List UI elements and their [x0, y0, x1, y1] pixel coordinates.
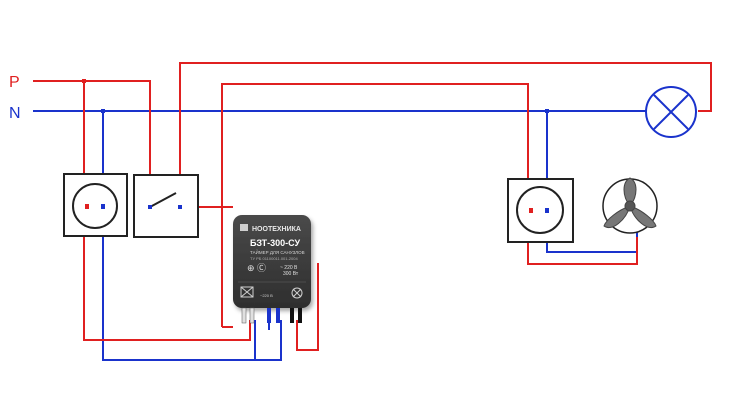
- timer-model: БЗТ-300-СУ: [250, 238, 301, 248]
- timer-output-wire: [296, 263, 319, 351]
- phase-label: P: [9, 74, 20, 91]
- junction-neutral-right: [545, 109, 549, 113]
- switch-contact-lever: [149, 192, 177, 208]
- junctions: [82, 79, 549, 113]
- timer-terminals: [241, 307, 302, 324]
- timer-brand: НООТЕХНИКА: [252, 226, 301, 233]
- timer-spec: ТУ РБ 01100011.001-2004: [250, 256, 298, 261]
- phase-wires: [33, 62, 712, 351]
- terminal-voltage-mark: ~220 В: [260, 293, 273, 298]
- brand-logo-icon: [240, 224, 248, 231]
- socket-left-pin-neutral: [101, 204, 105, 209]
- certification-icons: ⊕ Ⓒ: [247, 263, 266, 273]
- lamp: [645, 86, 697, 138]
- lamp-terminal-icon: [291, 287, 303, 299]
- light-switch: [133, 174, 199, 238]
- socket-left: [63, 173, 128, 237]
- timer-power: 300 Вт: [283, 271, 299, 277]
- ground-terminal-icon: [240, 286, 254, 298]
- phase-wire-to-switch: [33, 80, 151, 205]
- timer-body: [233, 215, 311, 308]
- socket-left-face: [72, 183, 118, 229]
- junction-neutral-left: [101, 109, 105, 113]
- neutral-label: N: [9, 105, 21, 122]
- switch-frame: [133, 174, 199, 238]
- switch-wire-to-lamp: [179, 62, 712, 207]
- socket-right-pin-neutral: [545, 208, 549, 213]
- fan-icon: [603, 177, 657, 228]
- socket-right: [507, 178, 574, 243]
- socket-left-pin-phase: [85, 204, 89, 209]
- socket-right-pin-phase: [529, 208, 533, 213]
- fan: [602, 177, 658, 234]
- socket-right-face: [516, 186, 564, 234]
- timer-wire-to-fan: [221, 83, 638, 327]
- switch-terminal-out: [178, 205, 182, 209]
- timer-subtitle: ТАЙМЕР ДЛЯ САНУЗЛОВ: [250, 248, 305, 255]
- switch-terminal-in: [148, 205, 152, 209]
- timer-voltage: ~ 220 В: [280, 265, 298, 271]
- junction-phase: [82, 79, 86, 83]
- timer-device: НООТЕХНИКА БЗТ-300-СУ ТАЙМЕР ДЛЯ САНУЗЛО…: [233, 215, 311, 324]
